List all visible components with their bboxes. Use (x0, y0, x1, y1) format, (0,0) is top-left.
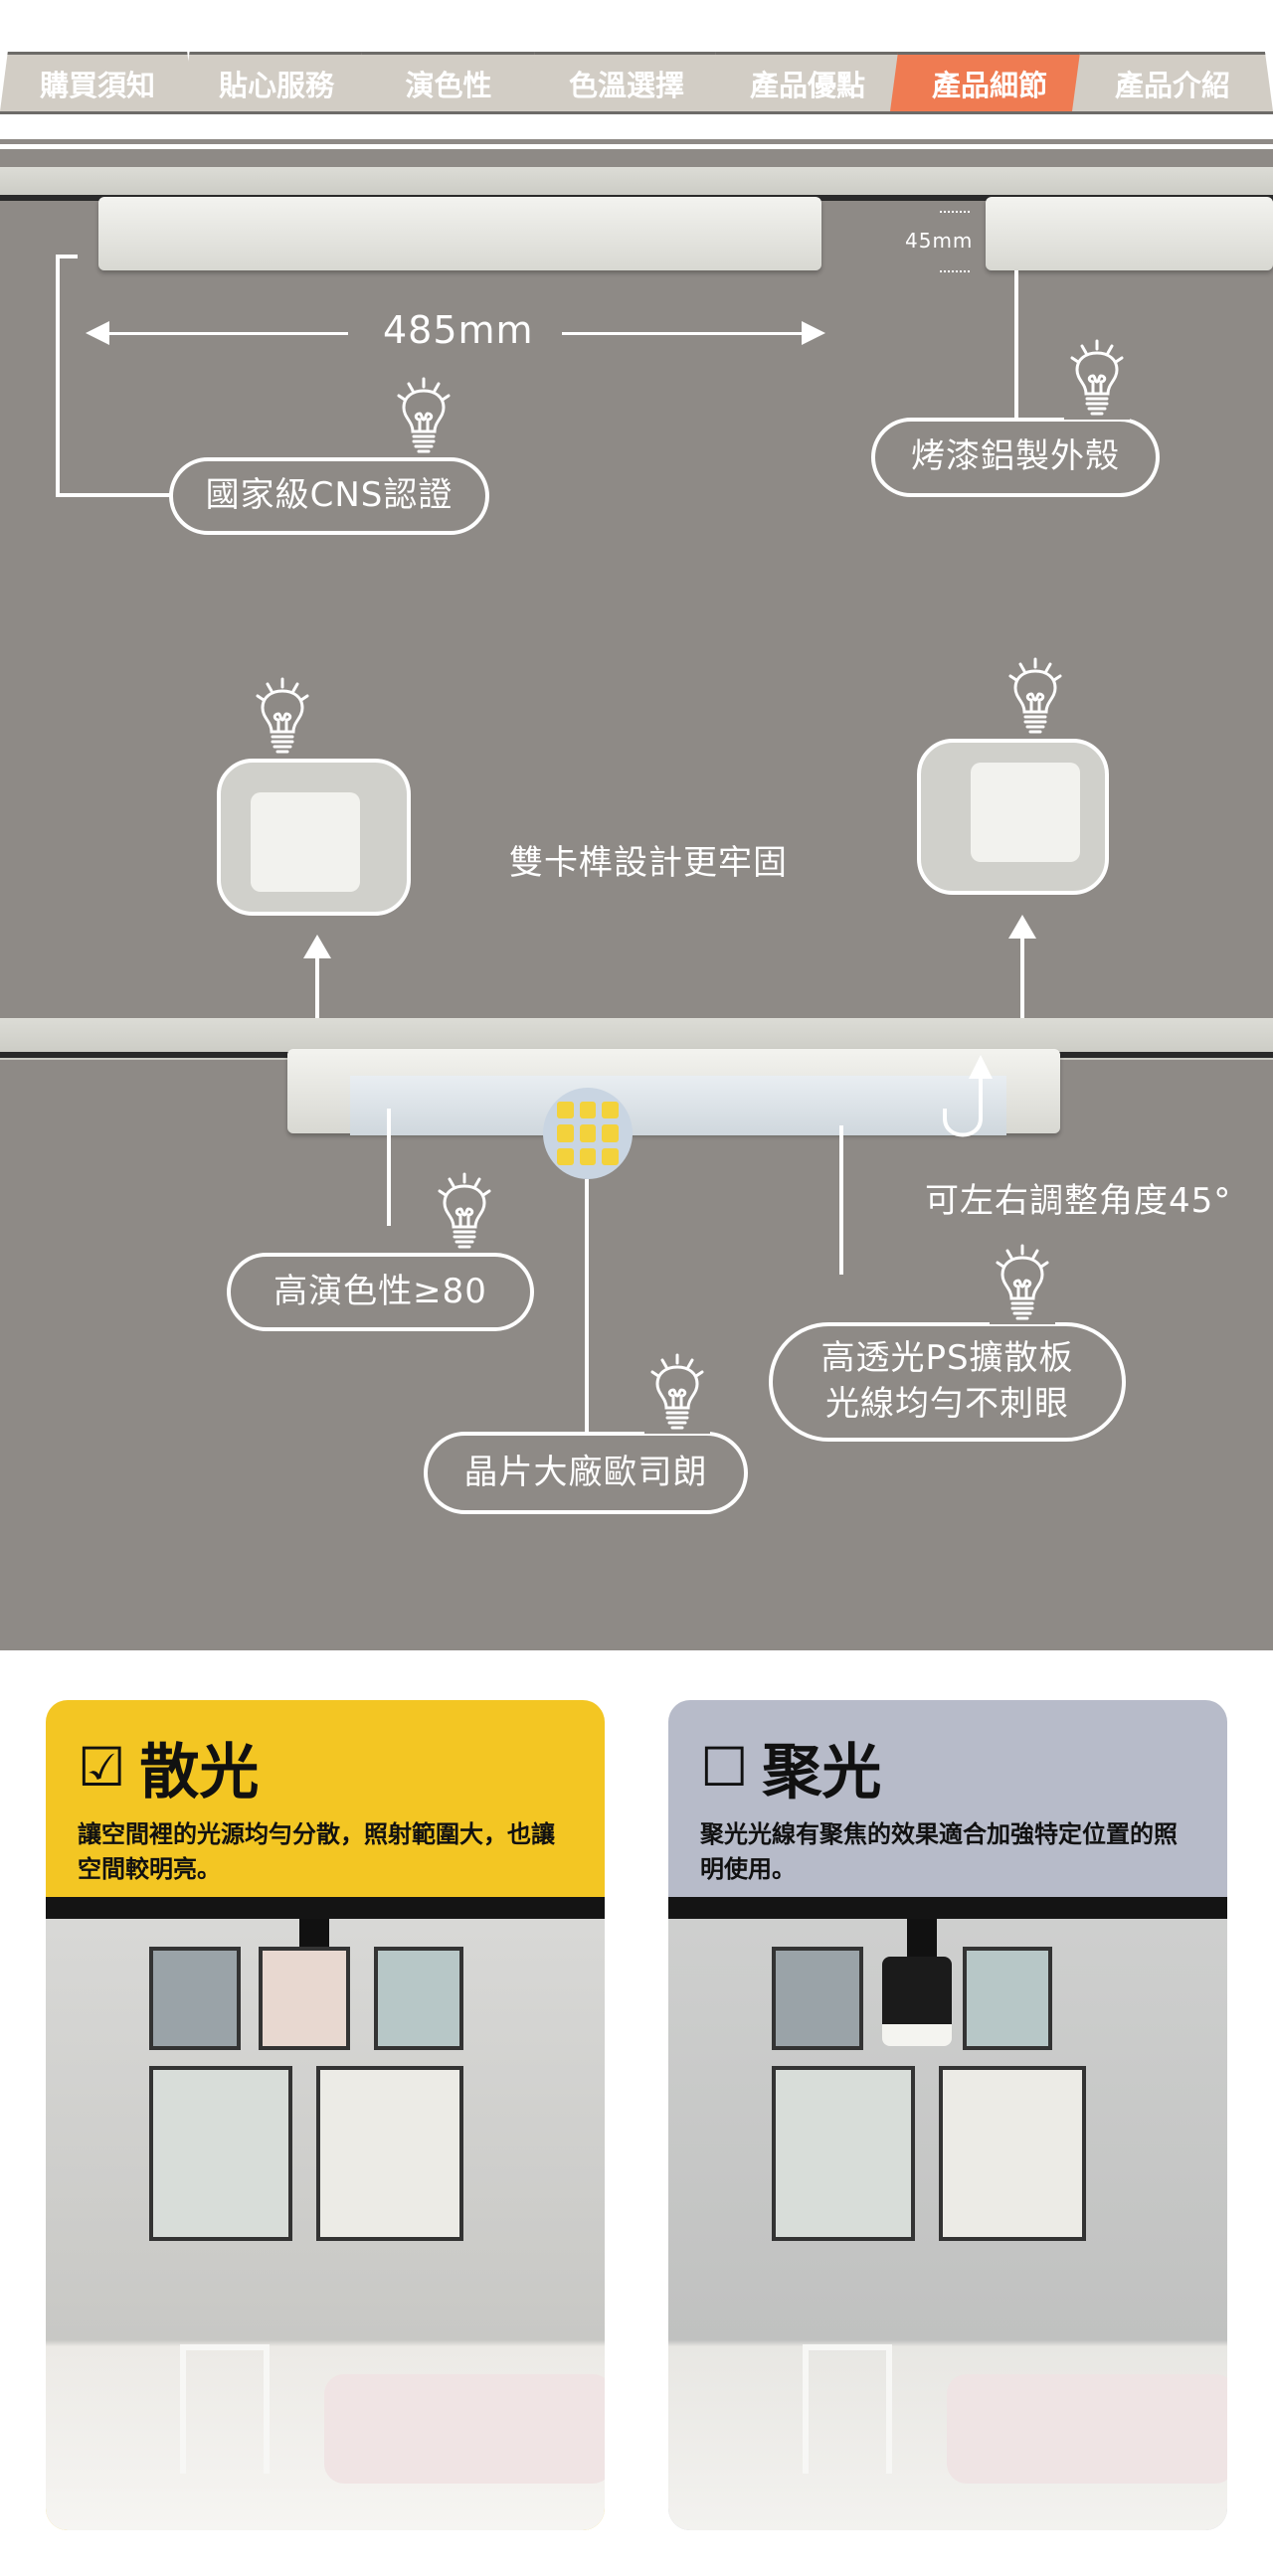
callout-line (839, 1125, 843, 1275)
tab-product-advantages[interactable]: 產品優點 (708, 52, 907, 111)
tab-color-rendering[interactable]: 演色性 (354, 52, 543, 111)
picture-frame (374, 1947, 463, 2050)
height-label: 45mm (905, 229, 974, 253)
card-title: ☑ 散光 (78, 1722, 573, 1811)
picture-frame (772, 1947, 863, 2050)
lightbulb-icon (644, 1352, 710, 1434)
spotlight-head (882, 1957, 952, 2046)
title-text: 散光 (139, 1737, 260, 1807)
tab-product-details[interactable]: 產品細節 (890, 52, 1089, 111)
arrow-up-icon (1008, 915, 1036, 939)
diffuser-line1: 高透光PS擴散板 (820, 1338, 1074, 1379)
card-title: ☐ 聚光 (700, 1722, 1195, 1811)
arrow-up-icon (1020, 925, 1024, 1054)
stool (180, 2344, 270, 2474)
callout-line (56, 255, 60, 497)
picture-frame (149, 2066, 292, 2241)
card-description: 聚光光線有聚焦的效果適合加強特定位置的照明使用。 (700, 1820, 1178, 1883)
title-text: 聚光 (762, 1737, 882, 1807)
lightbulb-icon (250, 676, 315, 758)
track-rail (46, 1897, 605, 1919)
product-detail-diagram: 45mm 485mm 國家級CNS認證 烤漆鋁製外殼 雙卡榫設計更牢固 可左右調… (0, 149, 1273, 1650)
cns-certified-badge: 國家級CNS認證 (169, 457, 489, 535)
tab-service[interactable]: 貼心服務 (182, 52, 371, 111)
card-header: ☐ 聚光 聚光光線有聚焦的效果適合加強特定位置的照明使用。 (668, 1700, 1227, 1897)
lightbulb-icon (990, 1243, 1055, 1324)
lightbulb-icon (432, 1171, 497, 1253)
aluminum-shell-badge: 烤漆鋁製外殼 (871, 418, 1160, 497)
fixture-top (98, 197, 821, 270)
osram-chip-badge: 晶片大廠歐司朗 (424, 1432, 748, 1514)
focus-light-card: ☐ 聚光 聚光光線有聚焦的效果適合加強特定位置的照明使用。 (668, 1700, 1227, 2530)
track-rail (668, 1897, 1227, 1919)
connector-image (971, 763, 1080, 862)
length-arrow-line (562, 332, 806, 335)
picture-frame (772, 2066, 915, 2241)
arrow-left-icon (86, 321, 109, 345)
picture-frame (963, 1947, 1052, 2050)
callout-line (56, 255, 78, 258)
callout-line (56, 493, 171, 497)
callout-line (585, 1179, 589, 1434)
picture-frame (259, 1947, 350, 2050)
divider (0, 139, 1273, 144)
tab-product-intro[interactable]: 產品介紹 (1072, 52, 1273, 111)
adapter (907, 1919, 937, 1959)
lightbulb-icon (1002, 656, 1068, 738)
clip-detail-right (917, 739, 1109, 895)
tab-divider (0, 111, 1273, 114)
diffuse-light-card: ☑ 散光 讓空間裡的光源均勻分散，照射範圍大，也讓空間較明亮。 (46, 1700, 605, 2530)
fixture-top-side (986, 197, 1273, 270)
arrow-right-icon (802, 321, 825, 345)
double-clip-label: 雙卡榫設計更牢固 (509, 843, 788, 883)
tab-color-temperature[interactable]: 色溫選擇 (527, 52, 726, 111)
cri-badge: 高演色性≥80 (227, 1253, 534, 1331)
cushions (324, 2374, 605, 2484)
tab-purchase-notes[interactable]: 購買須知 (0, 52, 195, 111)
picture-frame (316, 2066, 463, 2241)
arrow-up-icon (315, 945, 319, 1054)
focus-room-photo (668, 1897, 1227, 2530)
diffuser-badge: 高透光PS擴散板 光線均勻不刺眼 (769, 1322, 1126, 1442)
diffuse-room-photo (46, 1897, 605, 2530)
rotate-arrow-icon (943, 1055, 993, 1137)
lightbulb-icon (1064, 338, 1130, 420)
callout-line (387, 1109, 391, 1226)
card-description: 讓空間裡的光源均勻分散，照射範圍大，也讓空間較明亮。 (78, 1820, 555, 1883)
card-header: ☑ 散光 讓空間裡的光源均勻分散，照射範圍大，也讓空間較明亮。 (46, 1700, 605, 1897)
length-label: 485mm (383, 308, 534, 352)
picture-frame (149, 1947, 241, 2050)
picture-frame (939, 2066, 1086, 2241)
lightbulb-icon (391, 376, 456, 457)
checkbox-checked-icon: ☑ (78, 1735, 126, 1799)
angle-adjust-label: 可左右調整角度45° (925, 1181, 1232, 1221)
length-arrow-line (99, 332, 348, 335)
callout-line (1014, 270, 1018, 420)
diffuser-line2: 光線均勻不刺眼 (825, 1384, 1069, 1424)
dim-tick (940, 211, 970, 213)
tab-bar: 購買須知 貼心服務 演色性 色溫選擇 產品優點 產品細節 產品介紹 (0, 52, 1273, 113)
stool (803, 2344, 892, 2474)
diffuser-panel (350, 1076, 1006, 1135)
arrow-up-icon (303, 935, 331, 958)
connector-image (251, 792, 360, 892)
cushions (947, 2374, 1227, 2484)
led-chip-closeup (543, 1088, 633, 1179)
clip-detail-left (217, 759, 411, 916)
dim-tick (940, 270, 970, 272)
checkbox-empty-icon: ☐ (700, 1735, 749, 1799)
